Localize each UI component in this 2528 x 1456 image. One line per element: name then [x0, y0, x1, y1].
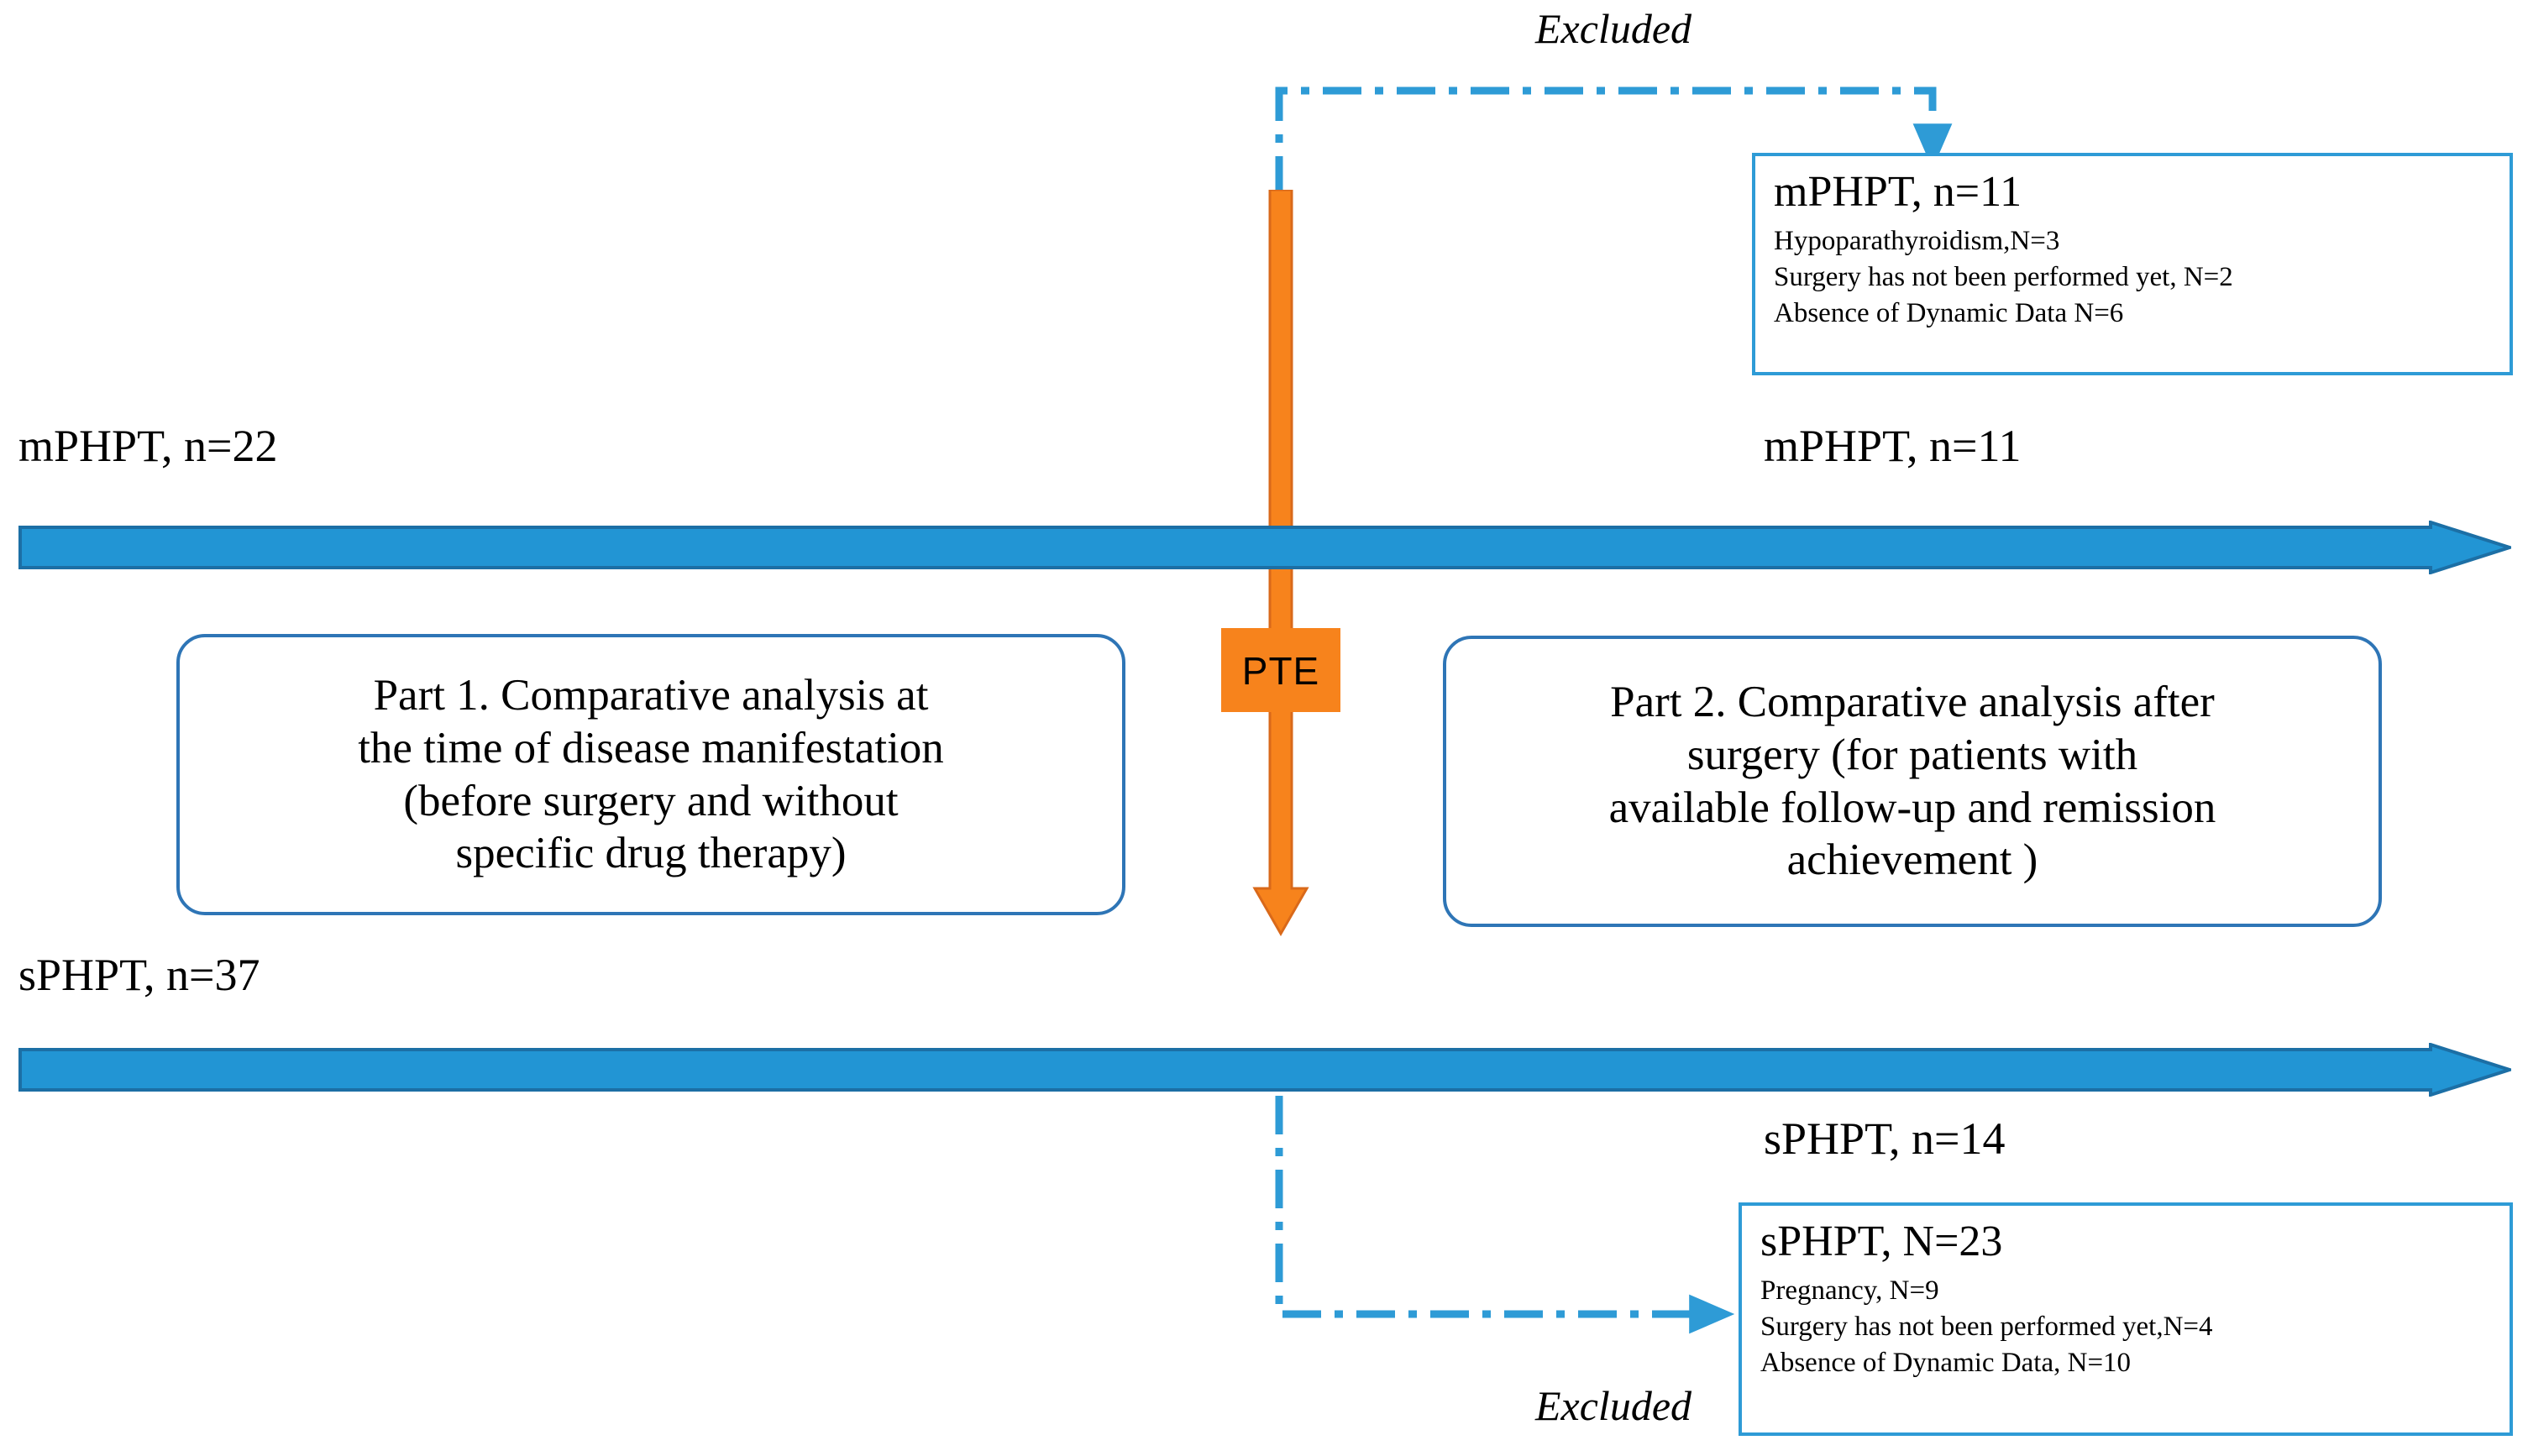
part-1-text: Part 1. Comparative analysis at the time…	[358, 669, 944, 879]
bottom-excluded-reason-3: Absence of Dynamic Data, N=10	[1760, 1348, 2132, 1379]
bottom-excluded-caption: Excluded	[1535, 1382, 1692, 1429]
top-excluded-reason-1: Hypoparathyroidism,N=3	[1774, 226, 2060, 257]
top-timeline-left-label: mPHPT, n=22	[18, 421, 278, 471]
top-timeline-right-label: mPHPT, n=11	[1764, 421, 2022, 471]
top-excluded-reason-3: Absence of Dynamic Data N=6	[1774, 298, 2124, 329]
bottom-excluded-reason-2: Surgery has not been performed yet,N=4	[1760, 1312, 2213, 1343]
bottom-excluded-box: sPHPT, N=23 Pregnancy, N=9 Surgery has n…	[1739, 1202, 2513, 1436]
part-2-text: Part 2. Comparative analysis after surge…	[1609, 676, 2216, 886]
bottom-timeline-left-label: sPHPT, n=37	[18, 950, 260, 1000]
top-excluded-caption: Excluded	[1535, 5, 1692, 52]
top-excluded-connector	[1275, 86, 1953, 195]
part-2-line-4: achievement )	[1786, 835, 2038, 885]
pte-label: PTE	[1241, 649, 1320, 693]
part-2-line-1: Part 2. Comparative analysis after	[1610, 678, 2215, 727]
part-2-line-3: available follow-up and remission	[1608, 783, 2216, 832]
top-timeline-arrow	[18, 521, 2511, 574]
part-2-box: Part 2. Comparative analysis after surge…	[1443, 636, 2382, 927]
part-2-line-2: surgery (for patients with	[1686, 730, 2138, 779]
pte-label-plate	[1221, 628, 1340, 712]
part-1-line-1: Part 1. Comparative analysis at	[373, 671, 929, 720]
bottom-timeline-arrow	[18, 1043, 2511, 1097]
part-1-line-4: specific drug therapy)	[455, 829, 847, 878]
bottom-excluded-title: sPHPT, N=23	[1760, 1218, 2003, 1265]
part-1-box: Part 1. Comparative analysis at the time…	[176, 634, 1125, 915]
top-excluded-box: mPHPT, n=11 Hypoparathyroidism,N=3 Surge…	[1752, 153, 2513, 375]
bottom-excluded-connector	[1275, 1096, 1735, 1334]
part-1-line-2: the time of disease manifestation	[358, 723, 944, 773]
bottom-excluded-reason-1: Pregnancy, N=9	[1760, 1275, 1939, 1307]
top-excluded-reason-2: Surgery has not been performed yet, N=2	[1774, 262, 2233, 293]
part-1-line-3: (before surgery and without	[403, 776, 899, 825]
top-excluded-title: mPHPT, n=11	[1774, 168, 2022, 216]
bottom-timeline-right-label: sPHPT, n=14	[1764, 1113, 2006, 1164]
